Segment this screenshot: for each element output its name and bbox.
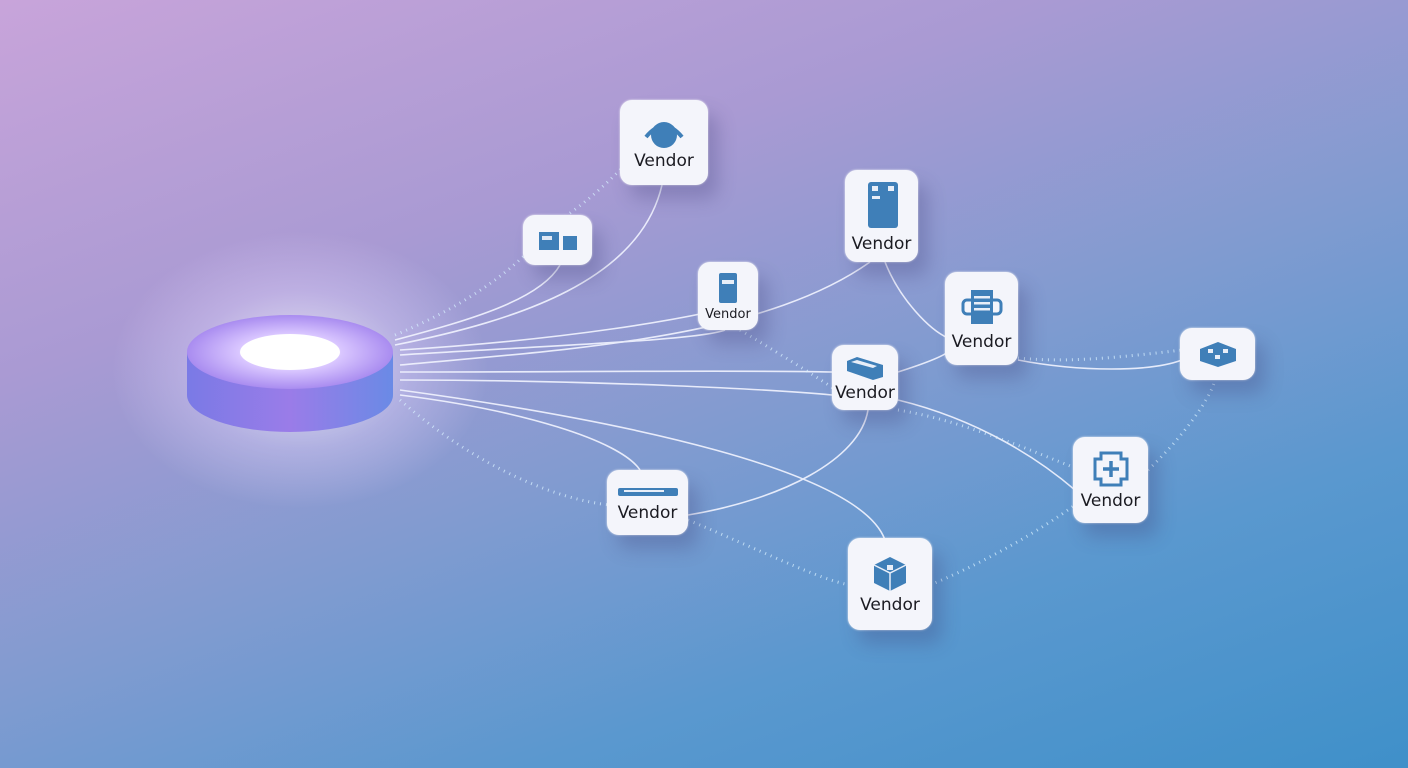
sparkle-trail-6 <box>1146 379 1217 472</box>
vendor-node-6[interactable] <box>1180 328 1255 380</box>
vendor-node-7[interactable]: Vendor <box>832 345 898 410</box>
edge-n7 <box>399 370 833 373</box>
edge-n9 <box>399 394 641 471</box>
document-icon <box>961 289 1002 324</box>
dome-icon <box>644 121 684 148</box>
server-box-icon <box>867 182 898 228</box>
edge-n5 <box>897 351 949 373</box>
sparkle-trail-8 <box>1017 348 1183 362</box>
edge-n1 <box>394 184 663 346</box>
vendor-node-3[interactable]: Vendor <box>845 170 918 262</box>
central-hub <box>187 315 393 432</box>
cabinet-icon <box>719 272 737 303</box>
boxes-icon <box>538 232 577 250</box>
vendor-node-5[interactable]: Vendor <box>945 272 1018 365</box>
cube-icon <box>873 557 907 591</box>
edge-n5-n6 <box>1017 359 1183 370</box>
node-label: Vendor <box>634 150 694 171</box>
edge-n7-n8 <box>897 399 1076 491</box>
grid-box-icon <box>1199 342 1236 367</box>
sparkle-trail-5 <box>929 503 1076 587</box>
vendor-node-4[interactable]: Vendor <box>698 262 758 330</box>
vendor-node-1[interactable]: Vendor <box>620 100 708 185</box>
sparkle-trail-4 <box>687 518 851 587</box>
vendor-node-9[interactable]: Vendor <box>607 470 688 535</box>
edge-n3-n5 <box>884 261 949 339</box>
vendor-node-10[interactable]: Vendor <box>848 538 932 630</box>
plus-frame-icon <box>1093 451 1128 487</box>
edge-n10 <box>399 389 886 541</box>
sparkle-trail-7 <box>739 328 851 402</box>
edge-n2 <box>394 264 561 341</box>
sparkle-trail-3 <box>399 398 611 507</box>
edge-n9-n7 <box>687 409 869 516</box>
rack-icon <box>617 487 678 496</box>
edge-n7b <box>399 379 833 396</box>
edge-n3 <box>399 261 871 366</box>
tray-icon <box>847 356 883 380</box>
edge-n4 <box>399 329 726 356</box>
vendor-node-2[interactable] <box>523 215 592 265</box>
vendor-node-8[interactable]: Vendor <box>1073 437 1148 523</box>
sparkle-trail-9 <box>897 408 1081 472</box>
sparkle-trail-1 <box>394 248 532 337</box>
sparkle-trail-2 <box>559 163 627 222</box>
